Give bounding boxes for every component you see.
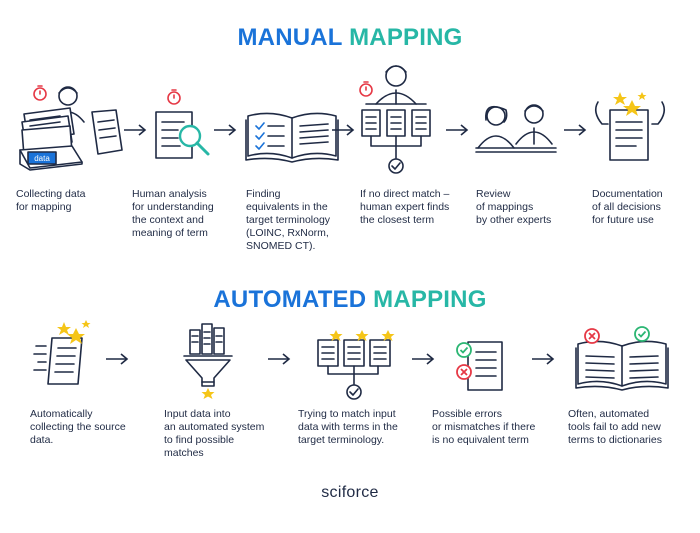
arrow-right-icon [412,353,435,365]
errors-document-icon [456,341,503,391]
hands-document-icon [594,92,666,161]
document-magnifier-icon [155,89,210,159]
manual-step-6-caption: Documentation of all decisions for futur… [592,188,663,226]
auto-documents-icon [33,320,91,385]
automated-step-3-caption: Trying to match input data with terms in… [298,408,398,446]
svg-text:data: data [34,154,50,163]
automated-mapping-title: AUTOMATED MAPPING [213,286,487,313]
manual-step-4-caption: If no direct match – human expert finds … [360,188,450,226]
manual-step-2-caption: Human analysis for understanding the con… [132,188,214,239]
book-check-x-icon [575,326,669,391]
arrow-right-icon [532,353,555,365]
sciforce-logo: sciforce [321,484,379,501]
arrow-right-icon [332,124,355,136]
automated-step-2-caption: Input data into an automated system to f… [164,408,265,459]
arrow-right-icon [214,124,237,136]
expert-choice-icon [359,65,431,174]
arrow-right-icon [446,124,469,136]
manual-step-5-caption: Review of mappings by other experts [476,188,552,226]
manual-step-3-caption: Finding equivalents in the target termin… [246,188,331,252]
arrow-right-icon [124,124,147,136]
automated-step-4-caption: Possible errors or mismatches if there i… [432,408,536,446]
arrow-right-icon [268,353,291,365]
manual-mapping-title: MANUAL MAPPING [237,24,463,51]
experts-review-icon [475,104,557,153]
funnel-icon [183,323,233,399]
open-book-icon [245,112,339,163]
automated-step-1-caption: Automatically collecting the source data… [30,408,126,446]
arrow-right-icon [564,124,587,136]
match-documents-icon [317,330,395,400]
arrow-right-icon [106,353,129,365]
manual-step-1-caption: Collecting data for mapping [16,188,86,213]
automated-step-5-caption: Often, automated tools fail to add new t… [568,408,662,446]
data-box-icon: data [19,85,123,171]
